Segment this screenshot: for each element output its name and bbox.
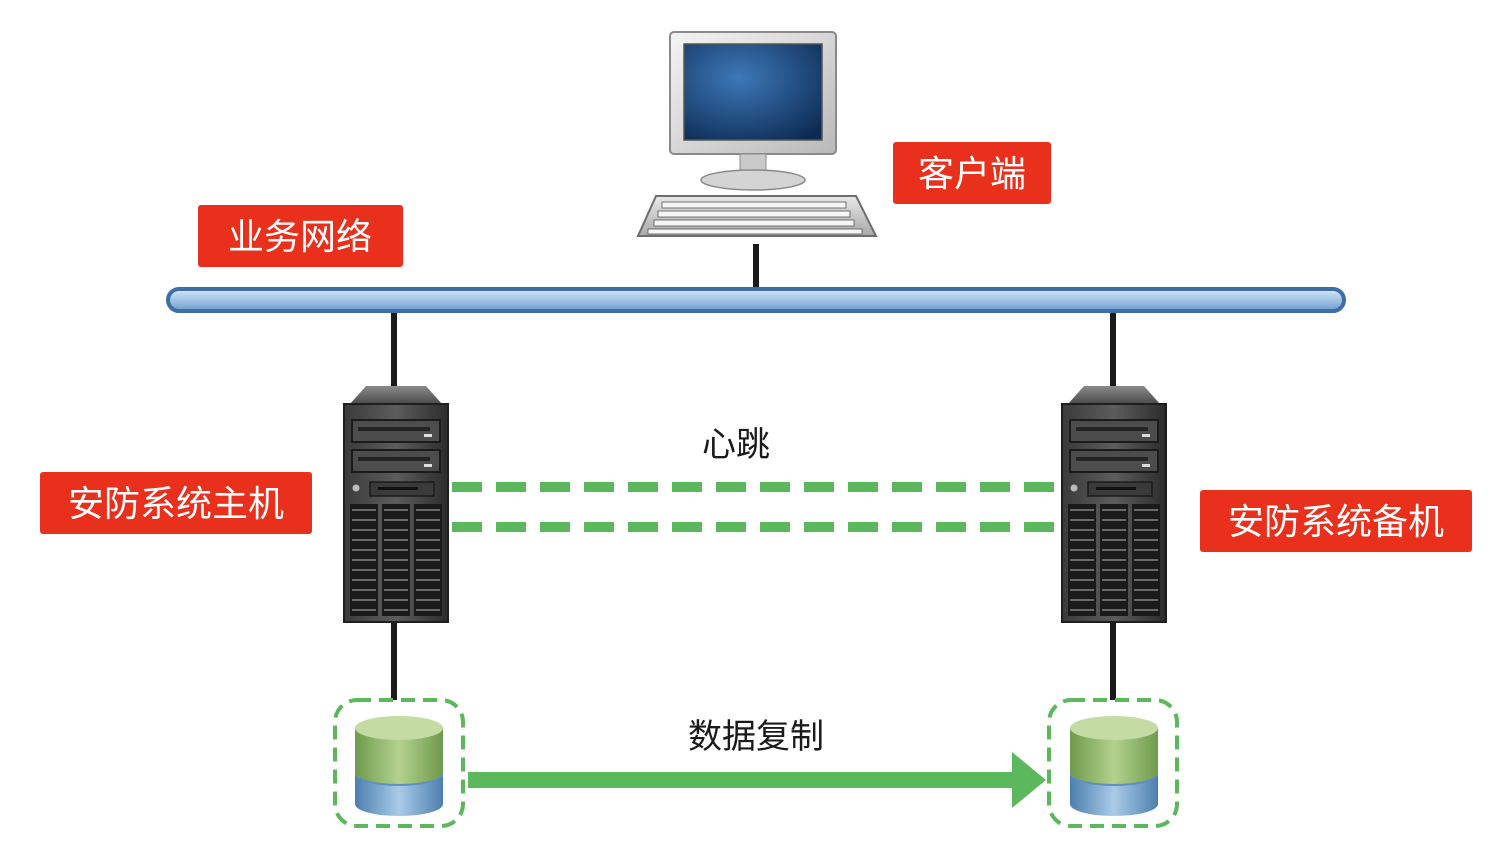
database-icon — [1070, 716, 1158, 816]
primary-host-label: 安防系统主机 — [68, 484, 284, 525]
tower-server-icon — [343, 385, 449, 623]
client-tag: 客户端 — [893, 142, 1051, 204]
standby-host-tag: 安防系统备机 — [1200, 490, 1472, 552]
connector-lines — [391, 244, 1116, 700]
business-network-tag: 业务网络 — [198, 205, 403, 267]
replication-arrow — [468, 752, 1046, 808]
primary-host-tag: 安防系统主机 — [40, 472, 312, 534]
client-label: 客户端 — [918, 154, 1026, 195]
primary-storage — [333, 698, 465, 828]
business-network-bar — [166, 287, 1346, 313]
database-icon — [355, 716, 443, 816]
business-network-label: 业务网络 — [228, 217, 372, 258]
standby-storage — [1047, 698, 1179, 828]
heartbeat-label: 心跳 — [702, 425, 770, 465]
tower-server-icon — [1061, 385, 1167, 623]
desktop-computer-icon — [636, 31, 878, 237]
data-replication-label: 数据复制 — [688, 717, 824, 757]
heartbeat-links — [452, 482, 1058, 532]
standby-host-label: 安防系统备机 — [1228, 502, 1444, 543]
